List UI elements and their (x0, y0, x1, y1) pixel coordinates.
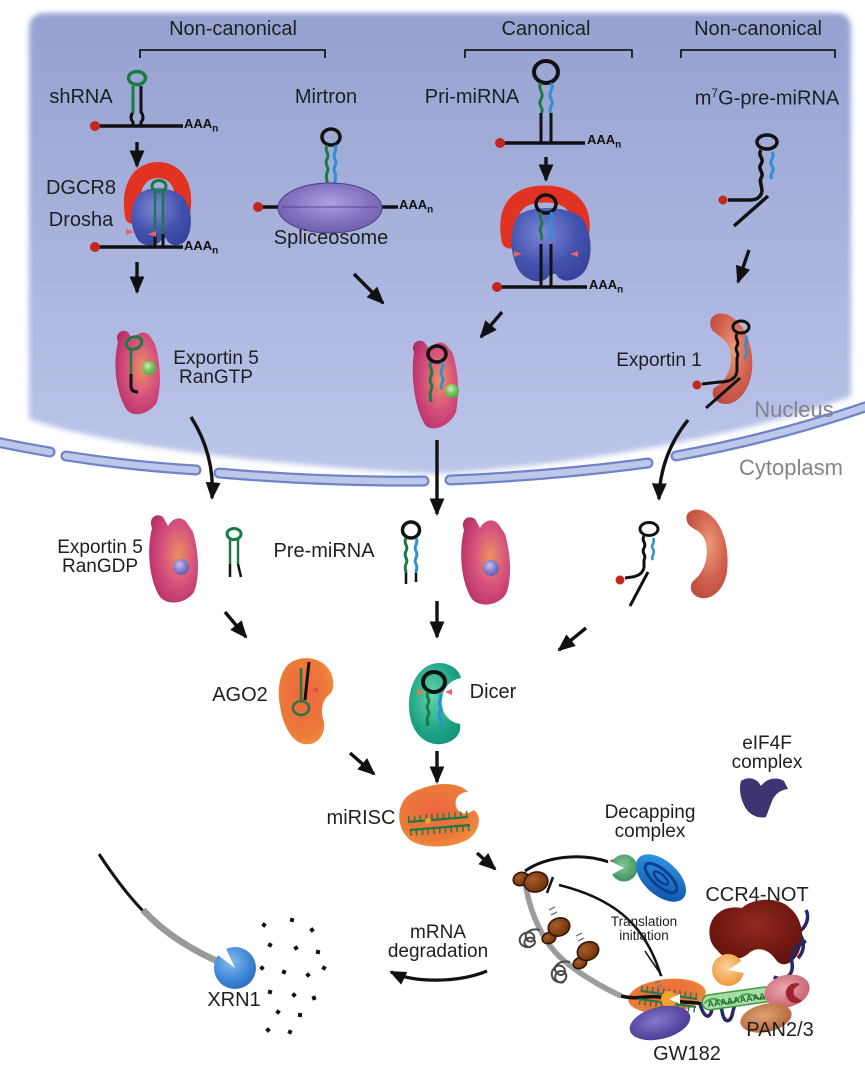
mirisc-label: miRISC (326, 807, 396, 829)
cleavage-mark (445, 689, 452, 695)
ccr4not-complex (709, 899, 810, 986)
rangdp-dot (483, 560, 499, 576)
arrow-m7g-down (736, 249, 751, 284)
pan23-label: PAN2/3 (746, 1019, 814, 1041)
dgcr8-label: DGCR8 (45, 177, 117, 199)
nascent-peptides (518, 928, 571, 984)
group-label-canonical: Canonical (501, 18, 591, 40)
arrow-mirtron-down (352, 272, 385, 305)
mirtron-spliceosome (253, 127, 398, 234)
cleavage-mark (514, 251, 522, 257)
dgcr8-protein (123, 161, 192, 224)
shrna-pre-mirna-free (225, 527, 243, 578)
ribosomes (512, 871, 600, 970)
pri-mirna-label: Pri-miRNA (424, 86, 520, 108)
eif4f-protein (740, 778, 788, 818)
exportin1-complex (692, 313, 753, 410)
ribosome-motion-marks (548, 906, 585, 942)
arrow-right-to-dicer (557, 626, 588, 652)
polya-tail-duplex: AAAAAAAAA (701, 986, 774, 1011)
arrow-ago2-to-mirisc (348, 751, 376, 776)
decapping-scaffold (635, 854, 687, 902)
dgcr8-drosha-complex-2 (492, 185, 591, 292)
polya-tag-drosha1: AAAn (184, 238, 219, 257)
cap-dot (90, 121, 100, 131)
gw182-protein (629, 1005, 691, 1041)
xrn1-label: XRN1 (207, 989, 261, 1011)
group-label-noncanonical-left: Non-canonical (169, 18, 297, 40)
shrna-molecule (90, 69, 183, 131)
polya-tag-drosha2: AAAn (589, 277, 624, 296)
dgcr8-drosha-complex-1 (90, 161, 192, 252)
ccr4not-body (709, 899, 803, 965)
group-label-noncanonical-right: Non-canonical (694, 18, 822, 40)
pan3-protein (740, 1003, 792, 1033)
m7g-pre-mirna-molecule (718, 133, 779, 228)
exportin1-free (686, 509, 728, 599)
arrow-mirisc-to-mrna (475, 851, 497, 871)
nucleus-region (29, 13, 851, 474)
cytoplasm-label: Cytoplasm (739, 455, 843, 480)
exportin5-rangdp-2 (461, 517, 511, 605)
dicer-complex (408, 662, 461, 745)
rangtp-dot (142, 361, 156, 375)
xrn1-degradation (97, 853, 256, 989)
dicer-label: Dicer (469, 681, 517, 703)
pri-mirna-molecule (495, 59, 585, 148)
drosha-protein (131, 188, 191, 246)
cleavage-mark (311, 687, 318, 693)
rangtp-dot (445, 384, 459, 398)
arrow-export-left (189, 416, 221, 501)
polya-tag-primirna: AAAn (587, 132, 622, 151)
m7g-pre-mirna-free (615, 521, 660, 607)
dicer-protein (408, 662, 461, 745)
cleavage-mark (148, 231, 156, 237)
exportin1-protein (710, 313, 753, 404)
arrow-to-ago2 (223, 610, 248, 639)
arrow-canonical-converge (479, 310, 504, 339)
rangdp-dot (173, 559, 189, 575)
ago2-label: AGO2 (212, 684, 268, 706)
spliceosome-label: Spliceosome (273, 227, 389, 249)
exportin5-rangtp-complex (115, 330, 160, 415)
pan23-complex (740, 974, 810, 1033)
gw182-label: GW182 (653, 1043, 721, 1065)
translation-inhibition (545, 876, 663, 977)
seed-mark (425, 818, 431, 824)
cleavage-mark (417, 689, 424, 695)
nucleus-label: Nucleus (754, 397, 834, 422)
ago2-complex (278, 658, 334, 745)
group-brackets (139, 49, 836, 58)
mirtron-label: Mirtron (294, 86, 358, 108)
pre-mirna-free (400, 520, 422, 584)
exportin5-middle-complex (412, 340, 459, 429)
cleavage-mark (126, 229, 134, 235)
nuclear-membrane (0, 401, 865, 487)
m7g-pre-mirna-label: m7G-pre-miRNA (694, 86, 840, 110)
pre-mirna-label: Pre-miRNA (273, 540, 375, 562)
polya-tag-spliceosome: AAAn (399, 197, 434, 216)
arrow-mrna-degradation (389, 969, 488, 985)
cleavage-mark (570, 251, 578, 257)
decapping-complex (608, 854, 687, 902)
exportin5-rangdp-1 (149, 515, 199, 603)
degraded-nucleotides (259, 917, 327, 1035)
ccr4not-label: CCR4-NOT (705, 884, 809, 906)
shrna-label: shRNA (49, 86, 113, 108)
mirisc-complex (399, 784, 479, 847)
arrow-export-right (651, 418, 690, 502)
polya-tag-shrna: AAAn (184, 116, 219, 135)
exportin1-label: Exportin 1 (616, 350, 702, 371)
drosha-label: Drosha (48, 209, 114, 231)
